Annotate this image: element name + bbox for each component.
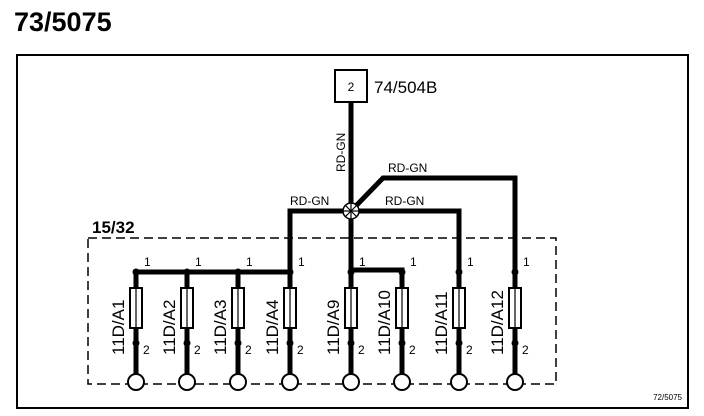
connector-pin: 2 (348, 80, 355, 94)
fuse: 1 2 11D/A2 (160, 255, 202, 391)
fuse: 1 2 11D/A3 (211, 255, 253, 391)
fuse-group: 1211D/A11211D/A21211D/A31211D/A41211D/A9… (109, 255, 530, 391)
fuse-pin-dot (398, 339, 406, 347)
fuse-pin-bottom: 2 (297, 343, 304, 357)
fuse-pin-dot (132, 339, 140, 347)
fuse-pin-top: 1 (410, 255, 417, 269)
fuse-pin-dot (286, 339, 294, 347)
fuse-pin-dot (234, 339, 242, 347)
terminal-circle (229, 373, 247, 391)
fuse-pin-top: 1 (195, 255, 202, 269)
fuse-pin-top: 1 (467, 255, 474, 269)
fuse-box-label: 15/32 (92, 218, 135, 237)
fuse: 1 2 11D/A4 (263, 255, 305, 391)
fuse-junction-dot (286, 268, 294, 276)
terminal-circle (342, 373, 360, 391)
fuse-pin-bottom: 2 (194, 343, 201, 357)
terminal-circle (281, 373, 299, 391)
fuse-junction-dot (347, 268, 355, 276)
terminal-circle (178, 373, 196, 391)
terminal-circle (450, 373, 468, 391)
fuse-junction-dot (455, 268, 463, 276)
fuse-label: 11D/A11 (432, 291, 451, 355)
fuse-junction-dot (234, 268, 242, 276)
fuse-junction-dot (132, 268, 140, 276)
fuse-pin-dot (511, 339, 519, 347)
fuse-pin-bottom: 2 (143, 343, 150, 357)
fuse: 1 2 11D/A12 (488, 255, 530, 391)
fuse-pin-bottom: 2 (522, 343, 529, 357)
terminal-circle (393, 373, 411, 391)
fuse-pin-top: 1 (298, 255, 305, 269)
splice-point (342, 202, 360, 220)
fuse: 1 2 11D/A9 (324, 255, 366, 391)
wire-label-vertical: RD-GN (334, 133, 348, 172)
fuse-junction-dot (398, 268, 406, 276)
fuse: 1 2 11D/A11 (432, 255, 474, 391)
fuse: 1 2 11D/A10 (375, 255, 417, 391)
fuse-label: 11D/A9 (324, 300, 343, 355)
terminal-circle (127, 373, 145, 391)
connector-label: 74/504B (374, 78, 437, 97)
fuse-pin-bottom: 2 (358, 343, 365, 357)
wire-label-top: RD-GN (388, 161, 427, 175)
fuse-pin-top: 1 (246, 255, 253, 269)
fuse-label: 11D/A1 (109, 300, 128, 355)
fuse: 1 2 11D/A1 (109, 255, 151, 391)
fuse-pin-top: 1 (359, 255, 366, 269)
fuse-pin-bottom: 2 (466, 343, 473, 357)
fuse-pin-dot (183, 339, 191, 347)
fuse-pin-top: 1 (144, 255, 151, 269)
fuse-pin-dot (347, 339, 355, 347)
fuse-label: 11D/A12 (488, 290, 507, 355)
fuse-label: 11D/A3 (211, 300, 230, 355)
fuse-pin-dot (455, 339, 463, 347)
fuse-label: 11D/A4 (263, 300, 282, 355)
fuse-label: 11D/A10 (375, 290, 394, 355)
wire-label-right: RD-GN (385, 194, 424, 208)
fuse-label: 11D/A2 (160, 300, 179, 355)
fuse-junction-dot (511, 268, 519, 276)
figure-reference: 72/5075 (653, 393, 682, 402)
fuse-pin-top: 1 (523, 255, 530, 269)
wire-label-left: RD-GN (290, 194, 329, 208)
fuse-box-outline (87, 237, 557, 385)
fuse-pin-bottom: 2 (409, 343, 416, 357)
terminal-circle (506, 373, 524, 391)
fuse-pin-bottom: 2 (245, 343, 252, 357)
diagram-frame (16, 54, 689, 409)
fuse-junction-dot (183, 268, 191, 276)
page-title: 73/5075 (14, 7, 112, 37)
